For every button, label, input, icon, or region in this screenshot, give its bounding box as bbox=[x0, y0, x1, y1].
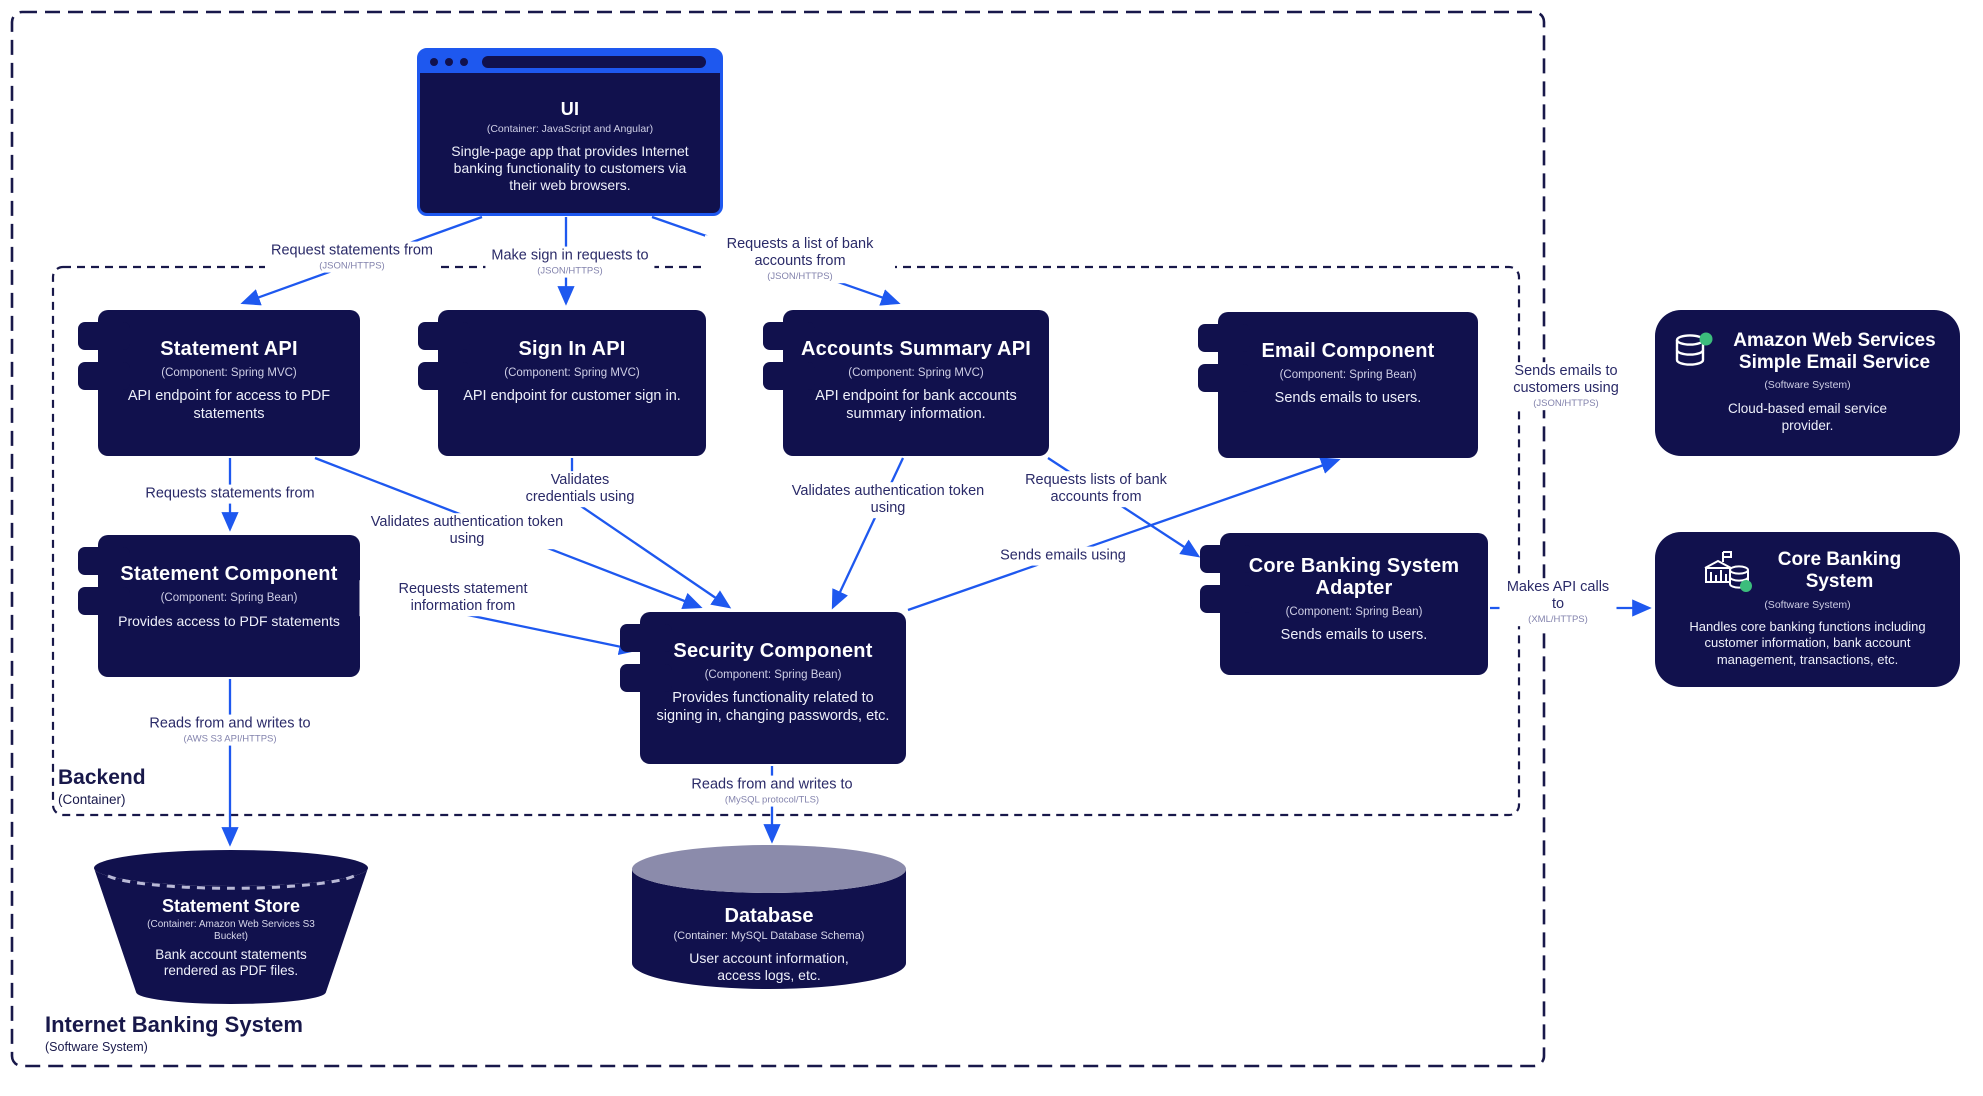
component-tab-icon bbox=[78, 547, 130, 575]
cylinder-shape bbox=[632, 845, 906, 989]
node-statement-component: Statement Component (Component: Spring B… bbox=[78, 535, 360, 677]
node-core-banking-system: Core Banking System (Software System) Ha… bbox=[1655, 532, 1960, 687]
component-tab-icon bbox=[763, 362, 815, 390]
node-title: Statement Component bbox=[120, 563, 338, 585]
node-desc: Bank account statements rendered as PDF … bbox=[155, 947, 307, 979]
node-title: Core Banking System Adapter bbox=[1248, 555, 1460, 600]
node-subtitle: (Container: MySQL Database Schema) bbox=[673, 930, 865, 942]
node-statement-api: Statement API (Component: Spring MVC) AP… bbox=[78, 310, 360, 456]
node-subtitle: (Container: JavaScript and Angular) bbox=[486, 123, 654, 135]
node-accounts-summary-api: Accounts Summary API (Component: Spring … bbox=[763, 310, 1049, 456]
edge-label: Requests statements from bbox=[139, 484, 321, 504]
node-subtitle: (Component: Spring MVC) bbox=[504, 367, 640, 379]
edge-label: Makes API calls to (XML/HTTPS) bbox=[1499, 578, 1617, 626]
node-subtitle: (Container: Amazon Web Services S3 Bucke… bbox=[147, 919, 315, 942]
node-subtitle: (Component: Spring Bean) bbox=[160, 592, 298, 604]
node-title: Statement API bbox=[160, 338, 298, 360]
node-desc: API endpoint for access to PDF statement… bbox=[127, 388, 331, 422]
browser-dot-icon bbox=[460, 58, 468, 66]
component-tab-icon bbox=[1200, 585, 1252, 613]
node-security-component: Security Component (Component: Spring Be… bbox=[620, 612, 906, 764]
browser-dot-icon bbox=[445, 58, 453, 66]
node-subtitle: (Component: Spring MVC) bbox=[848, 367, 984, 379]
node-signin-api: Sign In API (Component: Spring MVC) API … bbox=[418, 310, 706, 456]
node-desc: API endpoint for bank accounts summary i… bbox=[815, 388, 1017, 422]
component-tab-icon bbox=[78, 587, 130, 615]
node-title: Database bbox=[724, 905, 814, 927]
edge-label: Requests statement information from bbox=[359, 580, 567, 616]
edge-label: Requests lists of bank accounts from bbox=[997, 471, 1195, 507]
browser-dot-icon bbox=[430, 58, 438, 66]
node-title: Statement Store bbox=[161, 896, 301, 916]
component-tab-icon bbox=[78, 322, 130, 350]
browser-address-bar bbox=[482, 56, 706, 68]
edge-label: Sends emails to customers using (JSON/HT… bbox=[1480, 362, 1652, 410]
bucket-shape bbox=[94, 850, 368, 1004]
node-desc: Provides functionality related to signin… bbox=[656, 690, 890, 724]
edge-security-to-email bbox=[907, 457, 1341, 612]
node-title: Accounts Summary API bbox=[801, 338, 1031, 360]
edge-label: Requests a list of bank accounts from (J… bbox=[705, 235, 895, 283]
node-database: Database (Container: MySQL Database Sche… bbox=[630, 843, 908, 995]
edge-accounts-api-to-security bbox=[831, 457, 905, 610]
bank-system-icon bbox=[1704, 551, 1752, 592]
green-status-dot-icon bbox=[1739, 580, 1752, 592]
node-subtitle: (Component: Spring Bean) bbox=[1285, 605, 1423, 618]
node-subtitle: (Component: Spring Bean) bbox=[1279, 369, 1417, 381]
node-desc: Single-page app that provides Internet b… bbox=[451, 143, 689, 194]
edge-label: Make sign in requests to (JSON/HTTPS) bbox=[485, 246, 655, 278]
node-subtitle: (Component: Spring Bean) bbox=[704, 669, 842, 681]
internet-banking-system-boundary-label: Internet Banking System (Software System… bbox=[45, 1012, 303, 1054]
bucket-chain-dashes bbox=[107, 874, 355, 890]
backend-boundary-label: Backend (Container) bbox=[58, 766, 146, 807]
component-tab-icon bbox=[1200, 545, 1252, 573]
edge-label: Validates authentication token using bbox=[784, 482, 992, 518]
edge-label: Reads from and writes to (AWS S3 API/HTT… bbox=[143, 714, 317, 746]
backend-boundary bbox=[51, 265, 1521, 817]
component-tab-icon bbox=[418, 362, 470, 390]
edge-label: Validates authentication token using bbox=[363, 513, 571, 549]
node-core-banking-system-adapter: Core Banking System Adapter (Component: … bbox=[1200, 533, 1488, 675]
edge-label: Reads from and writes to (MySQL protocol… bbox=[685, 775, 859, 807]
database-stack-icon bbox=[1675, 332, 1713, 366]
node-email-component: Email Component (Component: Spring Bean)… bbox=[1198, 312, 1478, 458]
component-tab-icon bbox=[1198, 364, 1250, 392]
node-subtitle: (Component: Spring MVC) bbox=[161, 367, 297, 379]
component-tab-icon bbox=[620, 624, 672, 652]
edge-label: Sends emails using bbox=[994, 546, 1132, 566]
node-statement-store: Statement Store (Container: Amazon Web S… bbox=[92, 848, 370, 1006]
node-desc: Provides access to PDF statements bbox=[118, 613, 340, 629]
node-ui: UI (Container: JavaScript and Angular) S… bbox=[417, 48, 723, 216]
node-subtitle: (Software System) bbox=[1764, 599, 1851, 611]
node-desc: Cloud-based email service provider. bbox=[1727, 400, 1888, 433]
edge-label: Request statements from (JSON/HTTPS) bbox=[265, 241, 439, 273]
node-desc: API endpoint for customer sign in. bbox=[463, 388, 681, 404]
node-title: Amazon Web Services Simple Email Service bbox=[1733, 330, 1936, 373]
component-tab-icon bbox=[418, 322, 470, 350]
node-title: Core Banking System bbox=[1777, 549, 1902, 592]
node-title: UI bbox=[560, 99, 580, 119]
node-title: Security Component bbox=[673, 640, 873, 662]
edge-label: Validates credentials using bbox=[510, 471, 650, 507]
node-desc: Sends emails to users. bbox=[1274, 390, 1422, 406]
node-subtitle: (Software System) bbox=[1764, 378, 1851, 391]
node-title: Sign In API bbox=[518, 338, 626, 360]
node-title: Email Component bbox=[1261, 340, 1435, 362]
node-aws-ses: Amazon Web Services Simple Email Service… bbox=[1655, 310, 1960, 456]
component-tab-icon bbox=[78, 362, 130, 390]
node-desc: Handles core banking functions including… bbox=[1689, 619, 1926, 667]
component-tab-icon bbox=[763, 322, 815, 350]
component-tab-icon bbox=[1198, 324, 1250, 352]
component-tab-icon bbox=[620, 664, 672, 692]
browser-titlebar bbox=[420, 51, 720, 73]
node-desc: User account information, access logs, e… bbox=[689, 950, 849, 983]
green-status-dot-icon bbox=[1699, 332, 1713, 346]
node-desc: Sends emails to users. bbox=[1280, 626, 1428, 643]
cylinder-top bbox=[632, 845, 906, 893]
